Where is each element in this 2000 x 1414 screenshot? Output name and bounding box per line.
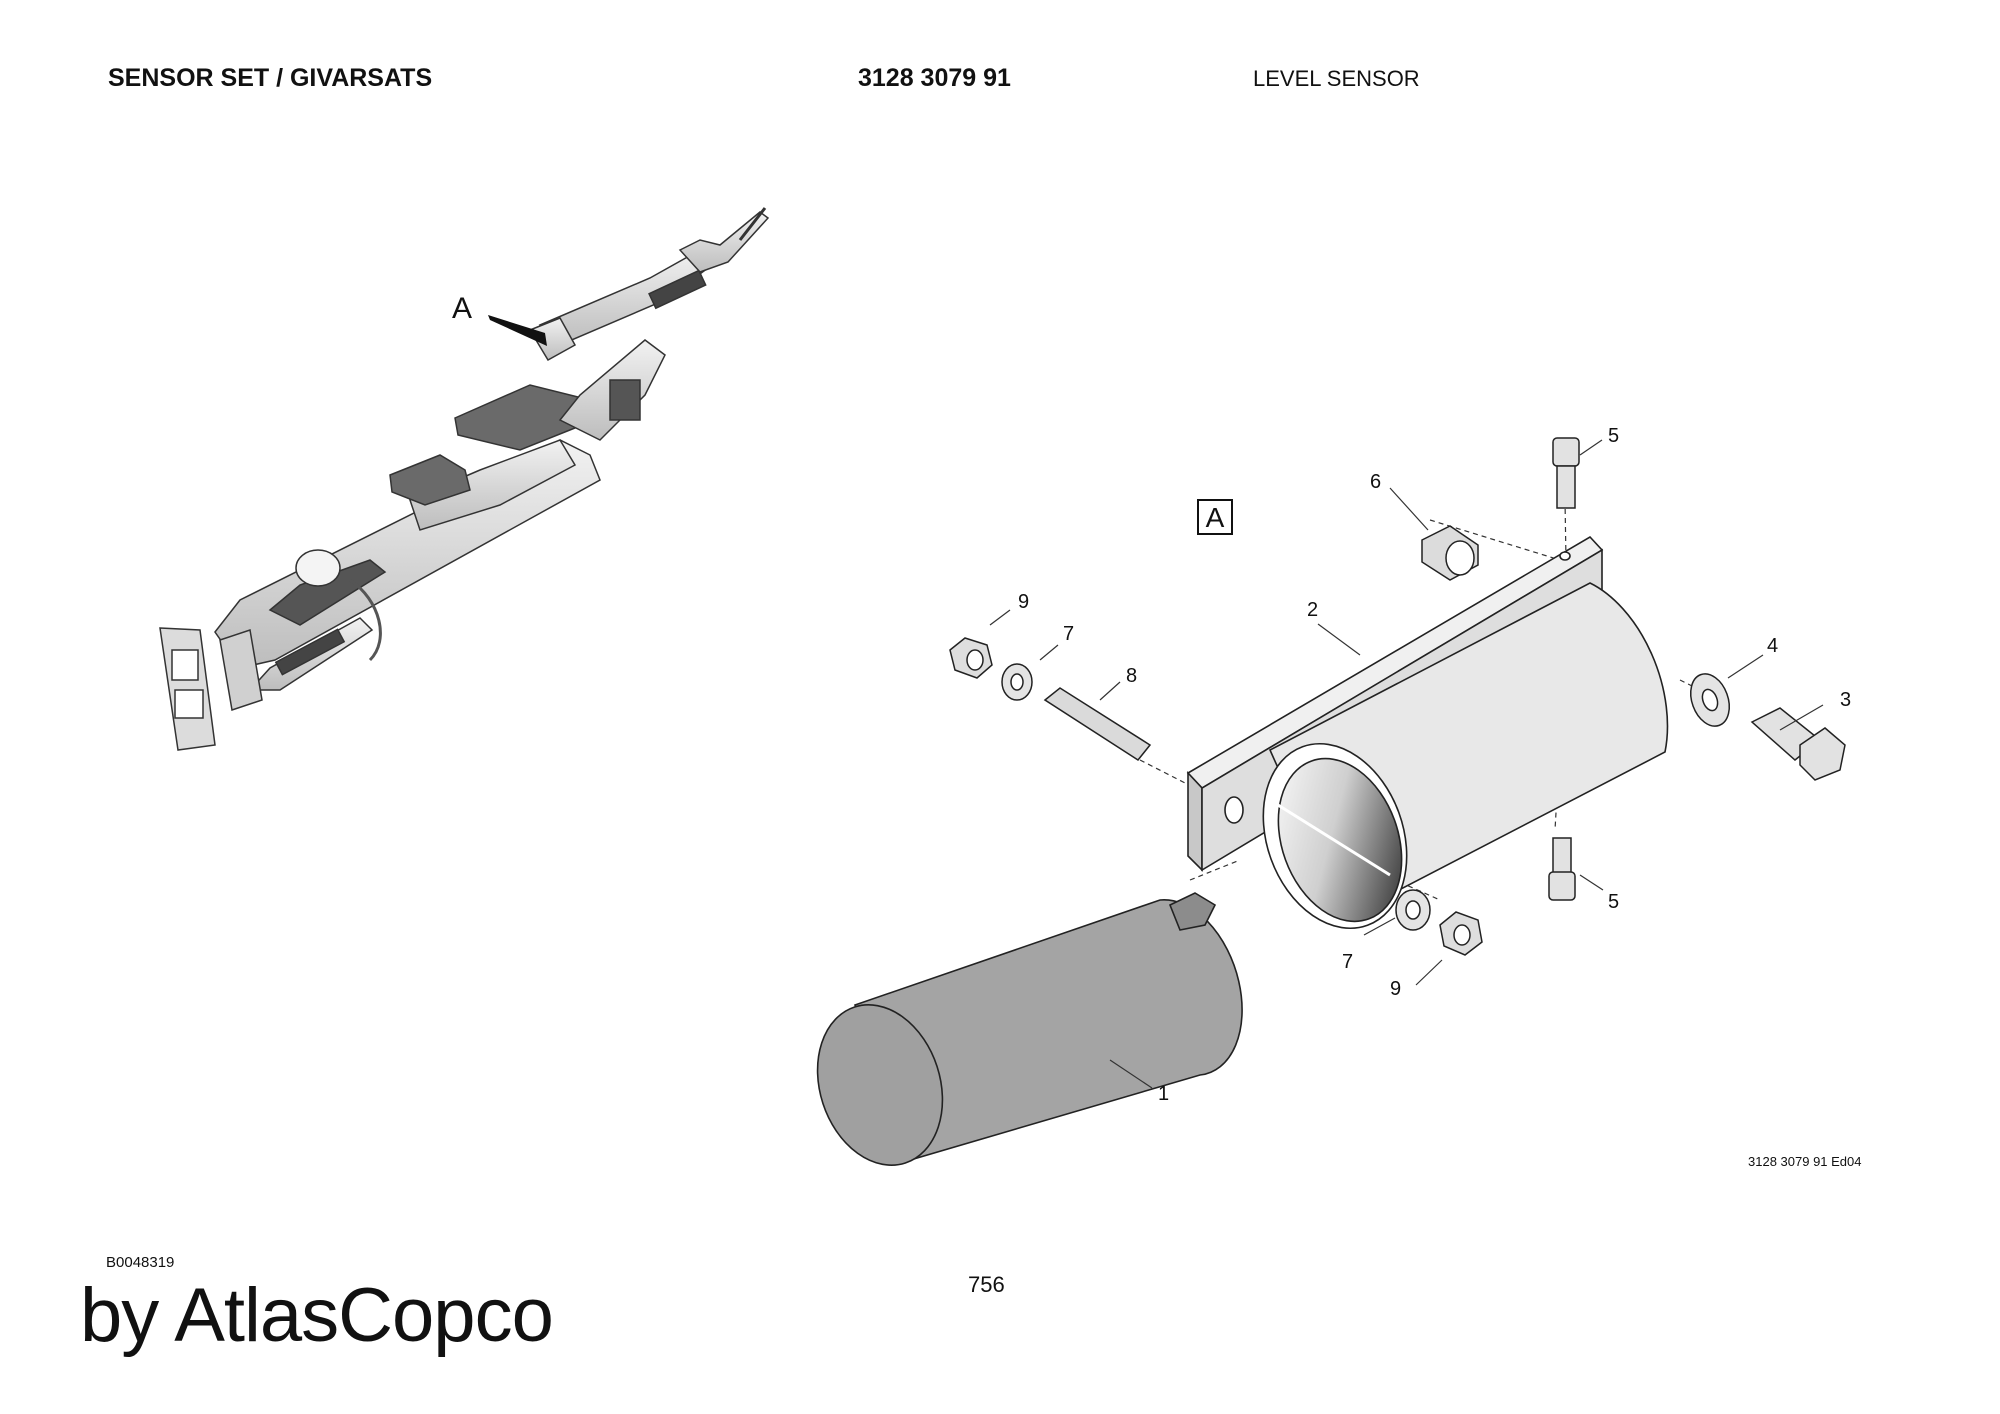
callout-8: 8 [1126, 665, 1137, 687]
callout-7-bottom: 7 [1342, 951, 1353, 973]
boom-overview [159, 207, 770, 751]
nut-9-bottom [1439, 911, 1483, 956]
part-description: LEVEL SENSOR [1253, 66, 1420, 91]
stud-8 [1043, 687, 1152, 761]
callout-2: 2 [1307, 599, 1318, 621]
washer-7-top [1001, 663, 1033, 701]
callout-9-top: 9 [1018, 591, 1029, 613]
washer-4 [1689, 673, 1731, 727]
detail-marker-label: A [452, 292, 472, 325]
sensor-holder-tube [1262, 582, 1669, 930]
detail-arrow [488, 315, 547, 346]
washer-7-bottom [1395, 889, 1431, 931]
callout-5-top: 5 [1608, 425, 1619, 447]
leader-lines [989, 439, 1824, 1089]
view-label-box [1197, 499, 1233, 535]
document-id: B0048319 [106, 1254, 175, 1271]
callout-9-bottom: 9 [1390, 978, 1401, 1000]
part-number: 3128 3079 91 [858, 64, 1011, 92]
callout-7-top: 7 [1063, 623, 1074, 645]
callout-1: 1 [1158, 1083, 1169, 1105]
bolt-3 [1750, 707, 1846, 781]
page-number: 756 [968, 1272, 1005, 1297]
callout-6: 6 [1370, 471, 1381, 493]
edition-label: 3128 3079 91 Ed04 [1748, 1154, 1862, 1169]
page-title: SENSOR SET / GIVARSATS [108, 64, 433, 92]
screw-5-top [1552, 437, 1580, 509]
spacer-6 [1421, 525, 1479, 581]
view-label: A [1206, 502, 1225, 533]
screw-5-bottom [1548, 837, 1576, 901]
callout-4: 4 [1767, 635, 1778, 657]
callout-5-bottom: 5 [1608, 891, 1619, 913]
brand-watermark: by AtlasCopco [80, 1273, 554, 1358]
nut-9-top [949, 637, 993, 679]
level-sensor [816, 892, 1243, 1166]
callout-3: 3 [1840, 689, 1851, 711]
